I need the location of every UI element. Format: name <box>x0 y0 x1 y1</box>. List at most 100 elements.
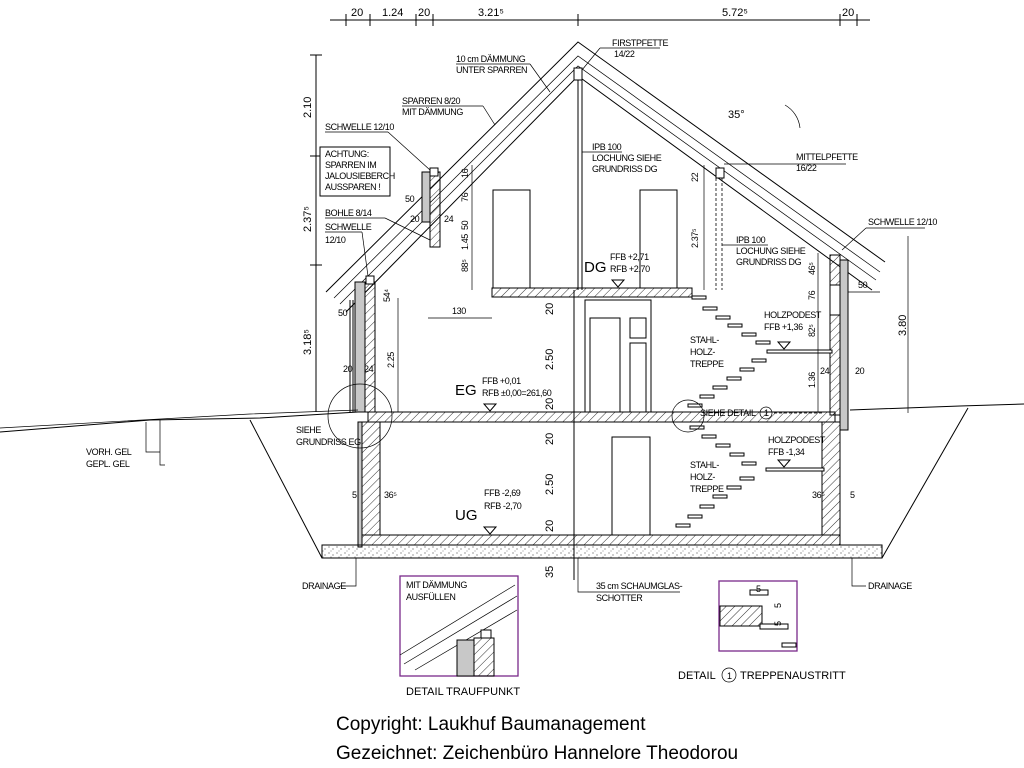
dim-label: 76 <box>460 192 470 202</box>
annotation: UNTER SPARREN <box>456 65 527 75</box>
annotation: HOLZPODEST <box>768 435 826 445</box>
dim-label: 50 <box>338 308 348 318</box>
dim-label: 20 <box>410 214 420 224</box>
dim-label: 36⁵ <box>384 490 397 500</box>
detail-circle-eaves[interactable] <box>327 383 393 449</box>
roof-angle-label: 35° <box>728 109 745 121</box>
annotation: SCHWELLE 12/10 <box>325 122 394 132</box>
dim-label: 54⁴ <box>382 289 392 302</box>
annotation: DRAINAGE <box>302 581 346 591</box>
dim-label: 2.10 <box>302 97 314 118</box>
ground-lines <box>0 403 1024 559</box>
dim-label: 46⁵ <box>807 262 817 275</box>
dim-label: 1.36 <box>807 372 817 388</box>
level-marker-eg: EG FFB +0,01 RFB ±0,00=261,60 <box>455 376 552 412</box>
dim-label: 35 <box>544 566 556 578</box>
annotation: GRUNDRISS EG <box>296 437 361 447</box>
annotation: MITTELPFETTE <box>796 152 858 162</box>
dg-floor-slab <box>491 287 693 298</box>
detail-number: 1 <box>727 671 732 681</box>
dim-label: 5 <box>773 603 783 608</box>
right-wall <box>829 254 849 431</box>
dim-label: 24 <box>820 366 830 376</box>
detail-title: TREPPENAUSTRITT <box>740 670 846 682</box>
annotation: 35 cm SCHAUMGLAS- <box>596 581 683 591</box>
detail-traufpunkt: MIT DÄMMUNG AUSFÜLLEN DETAIL TRAUFPUNKT <box>399 575 520 698</box>
dim-label: 76 <box>807 290 817 300</box>
annotation: TREPPE <box>690 484 724 494</box>
warning-text: JALOUSIEBERCH <box>325 171 395 181</box>
dim-label: 36⁵ <box>812 490 825 500</box>
dim-label: 20 <box>544 520 556 532</box>
level-rfb: RFB ±0,00=261,60 <box>482 388 552 398</box>
annotation: SCHWELLE 12/10 <box>868 217 937 227</box>
site-annotations: VORH. GEL GEPL. GEL SIEHE GRUNDRISS EG D… <box>86 425 913 603</box>
detail-reference-link[interactable]: SIEHE DETAIL <box>700 408 756 418</box>
annotation: STAHL- <box>690 335 719 345</box>
annotation: 12/10 <box>325 235 346 245</box>
annotation: MIT DÄMMUNG <box>402 107 463 117</box>
dim-label: 3.21⁵ <box>478 7 504 19</box>
level-name: UG <box>455 507 478 524</box>
dim-label: 130 <box>452 306 466 316</box>
dim-label: 20 <box>544 398 556 410</box>
level-ffb: FFB +0,01 <box>482 376 521 386</box>
annotation: TREPPE <box>690 359 724 369</box>
detail-number: 1 <box>764 408 769 418</box>
left-height-dimension: 2.10 2.37⁵ 3.18⁵ <box>302 54 322 412</box>
annotation: HOLZ- <box>690 472 715 482</box>
dim-label: 20 <box>544 433 556 445</box>
detail-title: DETAIL <box>678 670 716 682</box>
annotation: LOCHUNG SIEHE <box>736 246 806 256</box>
ridge-purlin <box>573 67 583 81</box>
level-rfb: RFB -2,70 <box>484 501 522 511</box>
dim-label: 50 <box>460 220 470 230</box>
level-rfb: RFB +2,70 <box>610 264 650 274</box>
dim-label: 5 <box>352 490 357 500</box>
dim-label: 20 <box>343 364 353 374</box>
annotation: SPARREN 8/20 <box>402 96 460 106</box>
dim-label: 3.18⁵ <box>302 329 314 355</box>
annotation: HOLZPODEST <box>764 310 822 320</box>
annotation: AUSFÜLLEN <box>406 592 455 602</box>
doors <box>492 189 678 536</box>
dim-label: 20 <box>842 7 854 19</box>
roof-angle-arc <box>784 104 801 129</box>
gravel-bed <box>321 544 883 559</box>
level-ffb: FFB -2,69 <box>484 488 521 498</box>
dim-label: 2.50 <box>544 349 556 370</box>
basement-wall-left <box>361 421 381 536</box>
annotation: DRAINAGE <box>868 581 912 591</box>
dim-label: 20 <box>855 366 865 376</box>
dim-label: 3.80 <box>897 315 909 336</box>
level-marker-ug: UG FFB -2,69 RFB -2,70 <box>455 488 522 535</box>
dim-label: 5.72⁵ <box>722 7 748 19</box>
dim-label: 1.45 <box>460 234 470 250</box>
dim-label: 88⁵ <box>460 259 470 272</box>
annotation: SCHWELLE <box>325 222 372 232</box>
annotation: GEPL. GEL <box>86 459 130 469</box>
drawn-by-text: Gezeichnet: Zeichenbüro Hannelore Theodo… <box>336 743 739 764</box>
dim-label: 82⁵ <box>807 324 817 337</box>
dim-label: 20 <box>544 303 556 315</box>
annotation: 14/22 <box>614 49 635 59</box>
warning-box <box>319 146 391 197</box>
detail-title: DETAIL TRAUFPUNKT <box>406 686 520 698</box>
detail-circle-stair[interactable] <box>671 399 705 433</box>
annotation: VORH. GEL <box>86 447 132 457</box>
annotation: 10 cm DÄMMUNG <box>456 54 526 64</box>
dim-label: 22 <box>690 172 700 182</box>
dim-label: 50 <box>405 194 415 204</box>
annotation: IPB 100 <box>736 235 766 245</box>
level-name: EG <box>455 382 477 399</box>
dim-label: 20 <box>418 7 430 19</box>
top-dimension-chain: 20 1.24 20 3.21⁵ 5.72⁵ 20 <box>330 7 870 26</box>
level-ffb: FFB +2,71 <box>610 252 649 262</box>
dim-label: 5 <box>850 490 855 500</box>
warning-text: AUSSPAREN ! <box>325 182 380 192</box>
left-small-dimensions: 50 16 76 50 1.45 88⁵ 20 24 50 54⁴ 130 20… <box>338 165 492 500</box>
dim-label: 2.25 <box>386 352 396 368</box>
annotation: HOLZ- <box>690 347 715 357</box>
annotation: STAHL- <box>690 460 719 470</box>
